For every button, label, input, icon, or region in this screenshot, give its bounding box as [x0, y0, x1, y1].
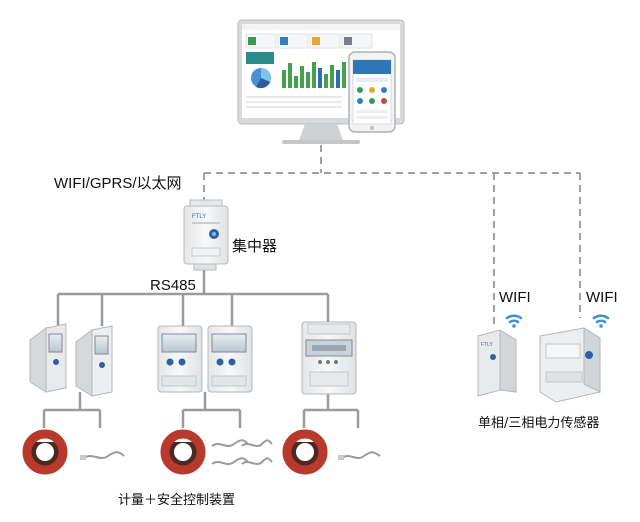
- wifi-icon: [505, 314, 523, 328]
- meter-icon: [157, 325, 203, 393]
- meter-icon: [29, 323, 67, 393]
- temperature-probe-icon: [80, 451, 125, 460]
- phone-icon: [348, 51, 396, 133]
- wifi-icon: [592, 314, 610, 328]
- rs485-bus-lines: [56, 268, 330, 326]
- sensor-group-label: 单相/三相电力传感器: [478, 416, 600, 431]
- svg-text:FTLY: FTLY: [481, 342, 494, 348]
- probe-connection-lines: [42, 392, 360, 428]
- meter-icon: [207, 325, 253, 393]
- metering-group-label: 计量＋安全控制装置: [118, 493, 236, 508]
- dashboard-bar-chart: [282, 62, 346, 88]
- dashed-network-lines: [203, 145, 581, 328]
- temperature-probe-icon: [338, 451, 381, 460]
- concentrator-device: FTLY: [183, 199, 229, 271]
- wifi-label-three-phase: WIFI: [586, 289, 618, 306]
- current-transformer-icon: [282, 429, 328, 475]
- wifi-label-single-phase: WIFI: [499, 289, 531, 306]
- single-phase-sensor: FTLY: [477, 329, 517, 397]
- meter-icon: [301, 321, 357, 395]
- device-brand-mark: FTLY: [192, 214, 206, 220]
- current-transformer-icon: [160, 429, 206, 475]
- uplink-label: WIFI/GPRS/以太网: [54, 175, 182, 192]
- meter-icon: [75, 325, 113, 397]
- current-transformer-icon: [22, 429, 68, 475]
- temperature-probe-icon: [211, 439, 273, 465]
- three-phase-sensor: [539, 327, 601, 403]
- concentrator-label: 集中器: [232, 237, 278, 255]
- rs485-label: RS485: [150, 277, 196, 294]
